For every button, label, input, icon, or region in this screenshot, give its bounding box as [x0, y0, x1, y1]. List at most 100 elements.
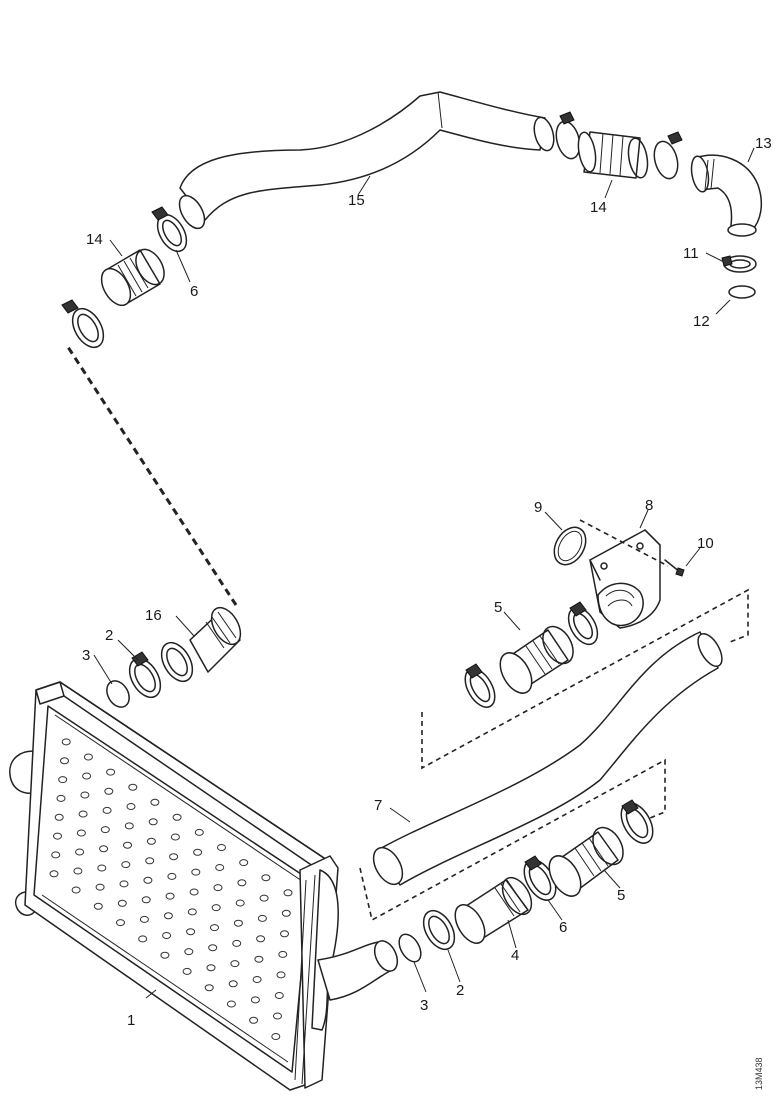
core-hole — [73, 867, 83, 875]
lower-hose-assembly — [359, 758, 666, 963]
callout-5-upper: 5 — [494, 599, 502, 616]
callout-1: 1 — [127, 1012, 135, 1029]
core-hole — [145, 857, 155, 865]
callout-8: 8 — [645, 497, 653, 514]
callout-16-left: 16 — [145, 607, 162, 624]
core-hole — [162, 932, 172, 939]
core-hole — [146, 837, 156, 845]
core-hole — [99, 845, 109, 853]
core-hole — [235, 899, 245, 907]
core-hole — [230, 960, 240, 968]
core-hole — [163, 912, 173, 920]
callout-10: 10 — [697, 535, 714, 552]
callout-6-upper: 6 — [190, 283, 198, 300]
core-hole — [281, 909, 291, 917]
callout-4: 4 — [511, 947, 519, 964]
core-hole — [100, 826, 110, 834]
callout-12: 12 — [693, 313, 710, 330]
intercooler-core — [9, 681, 339, 1091]
core-hole — [93, 902, 103, 910]
core-hole — [273, 1012, 282, 1020]
core-hole — [278, 950, 288, 958]
upper-right-coupling — [555, 111, 763, 299]
callout-3-left: 3 — [82, 647, 90, 664]
core-hole — [54, 813, 64, 821]
core-hole — [184, 948, 194, 956]
core-hole — [150, 798, 160, 806]
core-hole — [191, 868, 201, 876]
core-hole — [210, 924, 219, 932]
core-hole — [213, 884, 223, 892]
core-hole — [206, 964, 216, 972]
core-hole — [226, 1000, 236, 1008]
core-hole — [193, 848, 203, 856]
callout-14-left: 14 — [86, 231, 103, 248]
core-hole — [83, 753, 93, 761]
outlet-elbow — [317, 940, 399, 1001]
core-hole — [106, 768, 116, 776]
core-hole — [165, 892, 175, 900]
callout-6-lower: 6 — [559, 919, 567, 936]
callout-3-lower: 3 — [420, 997, 428, 1014]
core-hole — [60, 757, 69, 765]
core-hole — [249, 1016, 259, 1024]
core-hole — [138, 935, 148, 943]
core-hole — [75, 848, 85, 856]
core-hole — [116, 919, 125, 927]
core-hole — [250, 996, 260, 1004]
core-hole — [78, 810, 88, 818]
core-hole — [189, 888, 199, 896]
callout-7: 7 — [374, 797, 382, 814]
core-hole — [80, 791, 90, 799]
core-hole — [280, 930, 289, 938]
core-hole — [148, 818, 158, 826]
core-hole — [257, 914, 267, 922]
core-hole — [194, 828, 204, 836]
core-hole — [271, 1033, 281, 1040]
callout-15: 15 — [348, 192, 365, 209]
core-hole — [274, 992, 284, 999]
callout-2-lower: 2 — [456, 982, 464, 999]
figure-code: 13M438 — [754, 1057, 764, 1090]
core-hole — [172, 813, 182, 821]
core-hole — [104, 787, 114, 795]
core-hole — [53, 832, 62, 840]
core-hole — [170, 833, 180, 841]
upper-pipe-15 — [178, 91, 555, 230]
core-hole — [215, 864, 225, 871]
core-hole — [232, 939, 242, 947]
core-hole — [211, 904, 221, 912]
upper-left-coupling — [61, 206, 188, 349]
core-hole — [56, 794, 66, 802]
core-hole — [283, 889, 293, 897]
core-hole — [204, 984, 214, 992]
core-hole — [119, 880, 129, 888]
core-hole — [121, 861, 131, 869]
core-hole — [61, 738, 71, 746]
callout-14-right: 14 — [590, 199, 607, 216]
callout-11: 11 — [683, 245, 699, 262]
core-hole — [82, 772, 92, 780]
core-hole — [182, 967, 192, 975]
core-hole — [167, 872, 177, 880]
callout-2-left: 2 — [105, 627, 113, 644]
core-hole — [187, 908, 197, 916]
callout-13: 13 — [755, 135, 772, 152]
core-hole — [128, 783, 138, 791]
leader-lines — [93, 147, 755, 999]
core-hole — [139, 915, 149, 923]
core-hole — [76, 829, 86, 837]
core-hole — [49, 870, 59, 878]
core-hole — [186, 928, 196, 936]
upper-hose-assembly — [464, 519, 685, 708]
core-hole — [123, 841, 132, 849]
core-hole — [237, 879, 247, 887]
left-hose-assembly — [64, 343, 242, 708]
core-hole — [126, 803, 136, 810]
core-hole — [254, 955, 264, 963]
core-hole — [276, 971, 286, 979]
core-hole — [208, 944, 218, 952]
core-hole — [97, 864, 107, 872]
